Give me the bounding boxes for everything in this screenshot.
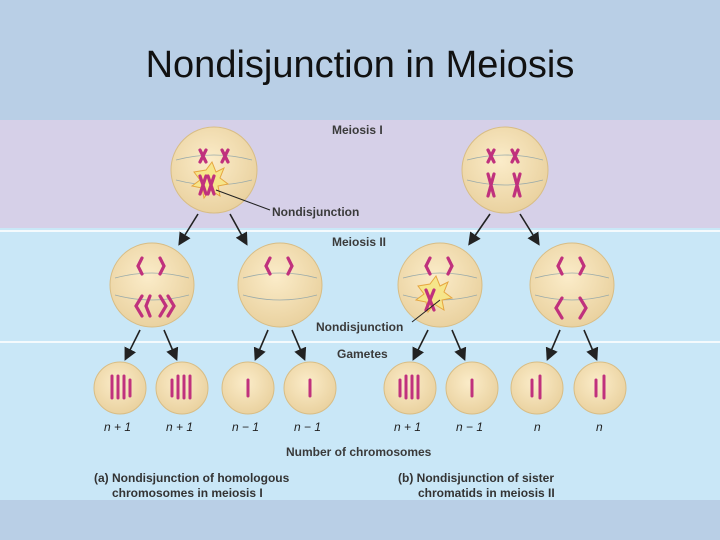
gamete-count-4: n − 1 [294, 420, 321, 434]
meiosis-2-label: Meiosis II [332, 235, 386, 249]
gamete-3 [221, 361, 275, 415]
gamete-count-8: n [596, 420, 603, 434]
meiosis-diagram: Meiosis I Nondisjunction Meiosis II [0, 120, 720, 500]
nondisjunction-label-1: Nondisjunction [272, 205, 359, 219]
meiosis2-cell-4 [529, 242, 615, 328]
meiosis1-cell-b [461, 126, 549, 214]
meiosis2-cell-3 [397, 242, 483, 328]
meiosis-1-label: Meiosis I [332, 123, 383, 137]
meiosis2-arrows [124, 329, 599, 361]
gamete-7 [510, 361, 564, 415]
meiosis1-arrows [178, 213, 540, 246]
diagram-svg: Meiosis I Nondisjunction Meiosis II [0, 120, 720, 500]
gamete-4 [283, 361, 337, 415]
meiosis-1-band [0, 120, 720, 230]
gamete-count-7: n [534, 420, 541, 434]
caption-b-line1: (b) Nondisjunction of sister [398, 471, 554, 485]
gamete-count-5: n + 1 [394, 420, 421, 434]
gamete-count-2: n + 1 [166, 420, 193, 434]
gamete-count-6: n − 1 [456, 420, 483, 434]
number-of-chromosomes-label: Number of chromosomes [286, 445, 432, 459]
gamete-6 [445, 361, 499, 415]
meiosis2-cell-2 [237, 242, 323, 328]
gamete-8 [573, 361, 627, 415]
caption-a-line1: (a) Nondisjunction of homologous [94, 471, 290, 485]
nondisjunction-label-2: Nondisjunction [316, 320, 403, 334]
meiosis1-cell-a [170, 126, 258, 214]
caption-a-line2: chromosomes in meiosis I [112, 486, 263, 500]
meiosis-2-band [0, 228, 720, 500]
gametes-label: Gametes [337, 347, 388, 361]
gamete-1 [93, 361, 147, 415]
gamete-count-1: n + 1 [104, 420, 131, 434]
gamete-2 [155, 361, 209, 415]
gamete-count-3: n − 1 [232, 420, 259, 434]
slide-title: Nondisjunction in Meiosis [145, 44, 575, 86]
gamete-5 [383, 361, 437, 415]
caption-b-line2: chromatids in meiosis II [418, 486, 555, 500]
meiosis2-cell-1 [109, 242, 195, 328]
